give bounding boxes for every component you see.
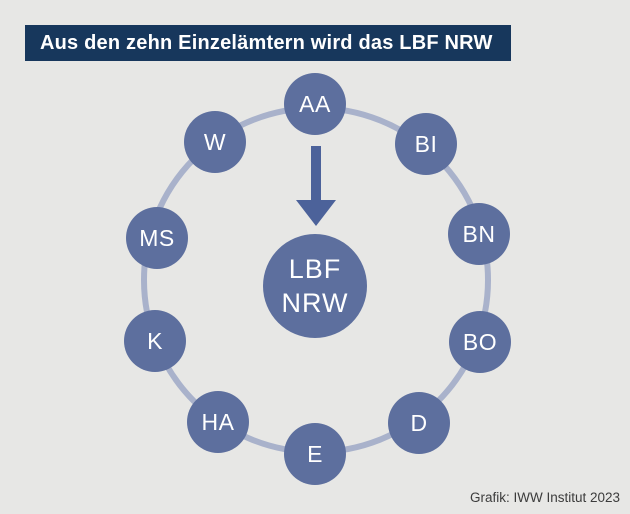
- node-label: AA: [299, 90, 331, 117]
- center-node-line2: NRW: [281, 288, 349, 318]
- node-label: D: [410, 409, 428, 436]
- center-node-line1: LBF: [288, 254, 342, 284]
- center-node-lbf-nrw: LBF NRW: [263, 234, 367, 338]
- node-label: BN: [462, 220, 496, 247]
- page-title: Aus den zehn Einzelämtern wird das LBF N…: [40, 31, 493, 54]
- node-label: W: [203, 128, 227, 155]
- node-bi: BI: [395, 113, 457, 175]
- node-label: BO: [462, 328, 498, 355]
- node-ha: HA: [187, 391, 249, 453]
- node-bn: BN: [448, 203, 510, 265]
- node-e: E: [284, 423, 346, 485]
- node-label: HA: [201, 408, 235, 435]
- title-bar: Aus den zehn Einzelämtern wird das LBF N…: [25, 25, 511, 61]
- node-aa: AA: [284, 73, 346, 135]
- node-k: K: [124, 310, 186, 372]
- node-ms: MS: [126, 207, 188, 269]
- node-label: BI: [414, 130, 438, 157]
- node-bo: BO: [449, 311, 511, 373]
- credit-text: Grafik: IWW Institut 2023: [469, 490, 620, 505]
- node-label: MS: [139, 224, 175, 251]
- node-w: W: [184, 111, 246, 173]
- node-label: K: [147, 327, 163, 354]
- node-d: D: [388, 392, 450, 454]
- node-label: E: [307, 440, 323, 467]
- down-arrow-icon: [296, 146, 336, 226]
